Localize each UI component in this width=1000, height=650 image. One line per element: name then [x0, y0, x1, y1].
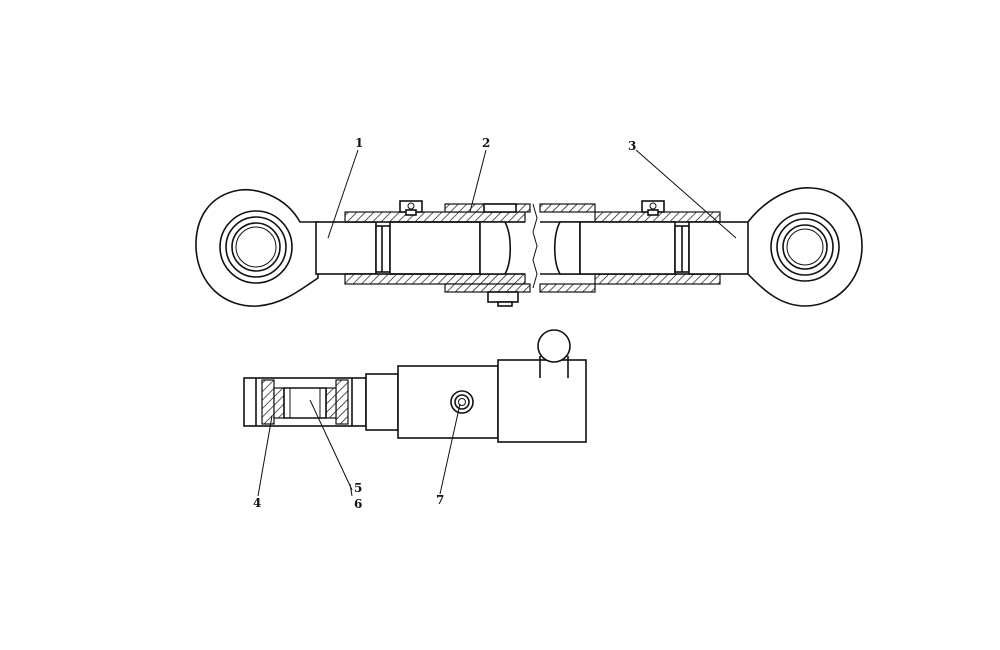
mount-ring [537, 329, 571, 363]
leader-5 [309, 399, 353, 491]
leader-3 [635, 149, 737, 239]
top-assembly [195, 149, 863, 307]
label-5: 5 [354, 481, 362, 495]
right-cylinder-tube [539, 200, 721, 293]
left-rod-eye [195, 188, 319, 307]
bottom-detail [243, 329, 587, 497]
label-6: 6 [354, 497, 362, 511]
right-piston-rod [674, 221, 750, 275]
cylinder-body [397, 365, 499, 439]
label-1: 1 [355, 136, 363, 150]
leader-2 [469, 149, 487, 213]
label-4: 4 [253, 496, 261, 510]
leader-7 [439, 403, 461, 495]
label-7: 7 [436, 493, 444, 507]
left-piston-rod [315, 221, 391, 275]
port-fitting [450, 390, 474, 414]
label-3: 3 [628, 139, 636, 153]
left-cylinder-tube [344, 200, 531, 307]
label-2: 2 [482, 136, 490, 150]
leader-1 [327, 149, 359, 239]
leader-6 [349, 483, 353, 497]
right-rod-eye [747, 187, 863, 307]
break-line [532, 203, 538, 289]
leader-4 [257, 415, 273, 497]
